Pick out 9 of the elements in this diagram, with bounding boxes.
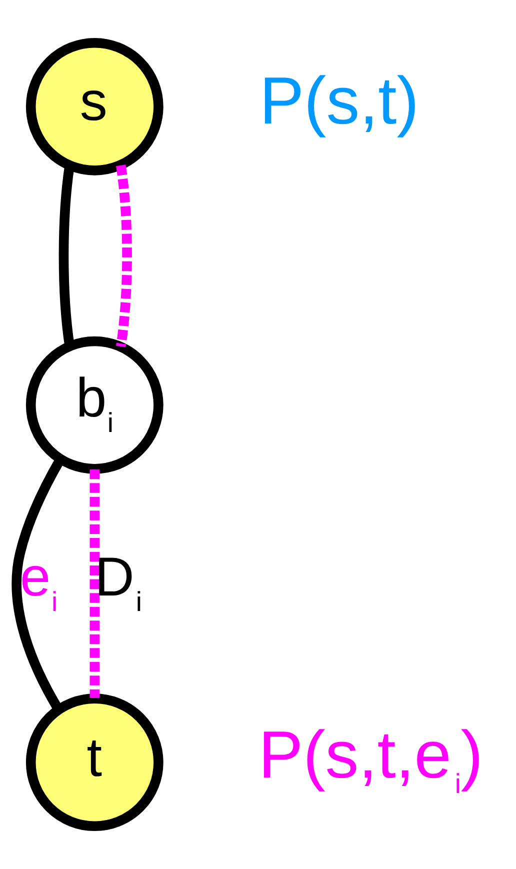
edge-label: D$_{i}$ [94,545,142,617]
node-circle: t [26,694,164,832]
label: P(s,t) [260,64,419,139]
label: P(s,t,e$_{i}$) [258,718,484,799]
node-circle: s [26,38,164,176]
node-circle: b$_{i}$ [26,336,164,474]
edge-label: e$_{i}$ [20,545,58,617]
connector [90,469,100,698]
connector [116,164,132,348]
